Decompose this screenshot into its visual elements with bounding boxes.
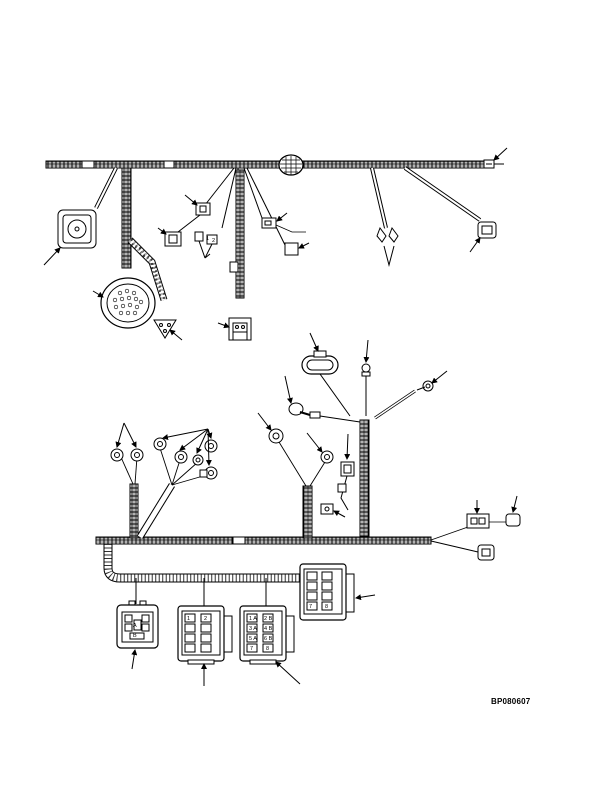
cavity-label: 8 (266, 646, 269, 652)
cavity-label: 1 A (249, 616, 257, 622)
cavity-label: A (133, 623, 137, 629)
callout-arrow (43, 247, 61, 266)
y-branch-braid (302, 485, 313, 539)
small-connector (505, 513, 521, 527)
sensor-connector (288, 402, 321, 419)
grommet-hatching (280, 156, 302, 175)
plug-pair-connector (376, 226, 399, 243)
ring-terminal (320, 450, 334, 464)
rectangular-connector (228, 317, 252, 341)
small-connector (284, 242, 299, 256)
eight-cavity-connector (177, 605, 233, 665)
figure-reference-code: BP080607 (491, 697, 531, 706)
callout-arrow (431, 370, 448, 384)
ring-terminal (268, 428, 284, 444)
cavity-label: 6 B (264, 636, 273, 642)
cavity-label: 1 (206, 236, 209, 242)
callout-arrow (157, 227, 167, 235)
eight-cavity-connector (299, 563, 355, 621)
left-vertical-branch (121, 167, 132, 269)
cavity-label: 4 B (264, 626, 273, 632)
oval-multipin-connector (301, 350, 339, 375)
small-connector (340, 461, 355, 477)
small-connector (466, 513, 490, 529)
cavity-label: 2 (212, 238, 215, 244)
callout-arrow (257, 412, 272, 431)
small-connector (164, 231, 182, 247)
cavity-labels: 1 2 1 A 2 B 3 A 4 B 5 A 6 B 7 8 7 8 A B … (133, 236, 328, 652)
upper-trunk-clip (81, 160, 95, 169)
cavity-label: 7 (250, 646, 253, 652)
cavity-label: 8 (325, 604, 328, 610)
lower-main-trunk (95, 536, 432, 545)
middle-vertical-trunk (359, 419, 370, 539)
ring-terminal (130, 448, 144, 462)
callout-arrow (344, 433, 351, 460)
callout-arrow (217, 322, 230, 329)
callout-arrow (92, 290, 104, 298)
ring-terminal (192, 454, 204, 466)
cavity-label: 7 (309, 604, 312, 610)
callout-arrow (469, 237, 481, 253)
callout-arrow (184, 194, 198, 206)
terminal-tag (194, 231, 218, 259)
callout-arrow (275, 661, 301, 685)
left-branch-braid (129, 483, 139, 539)
callout-arrow (493, 147, 508, 161)
cavity-label: B (133, 633, 137, 639)
ring-terminal (110, 448, 124, 462)
upper-trunk-clip (163, 160, 175, 169)
small-connector (261, 217, 277, 229)
ring-terminal-bundle (119, 447, 211, 486)
upper-harness (43, 147, 508, 341)
pin-connector (361, 363, 371, 377)
lower-trunk-clip (232, 536, 246, 545)
callout-arrow (284, 375, 293, 404)
callout-arrow (298, 242, 310, 249)
upper-main-trunk (45, 160, 491, 169)
callout-arrow (276, 212, 288, 222)
ring-terminal (204, 439, 218, 453)
cavity-label: 1 (187, 616, 190, 622)
square-connector (477, 221, 497, 239)
square-bulkhead-connector (57, 209, 97, 249)
callout-arrow (333, 510, 346, 518)
callout-arrow (131, 649, 138, 670)
callout-arrow (511, 495, 518, 513)
cavity-label: 3 A (249, 626, 257, 632)
cavity-label: 2 (204, 616, 207, 622)
small-connector (195, 202, 211, 216)
callout-arrow (169, 329, 183, 341)
lower-harness (95, 412, 521, 686)
ring-terminal (416, 380, 434, 392)
middle-harness (284, 332, 448, 539)
callout-arrow (306, 432, 323, 453)
square-connector (477, 544, 495, 561)
callout-arrow (355, 594, 376, 601)
round-multipin-connector (100, 277, 156, 329)
square-relay-connector (116, 600, 159, 649)
ring-terminal (174, 450, 188, 464)
callout-arrow (363, 339, 370, 363)
callout-arrows (115, 422, 213, 466)
triangle-connector (153, 319, 177, 339)
center-vertical-branch (235, 169, 245, 299)
cavity-label: 2 B (264, 616, 273, 622)
ring-terminal (153, 437, 167, 451)
callout-arrow (309, 332, 319, 352)
terminal-connector (320, 503, 334, 515)
center-branch-wires (204, 167, 286, 261)
eight-cavity-connector (239, 605, 295, 665)
cavity-label: 5 A (249, 636, 257, 642)
